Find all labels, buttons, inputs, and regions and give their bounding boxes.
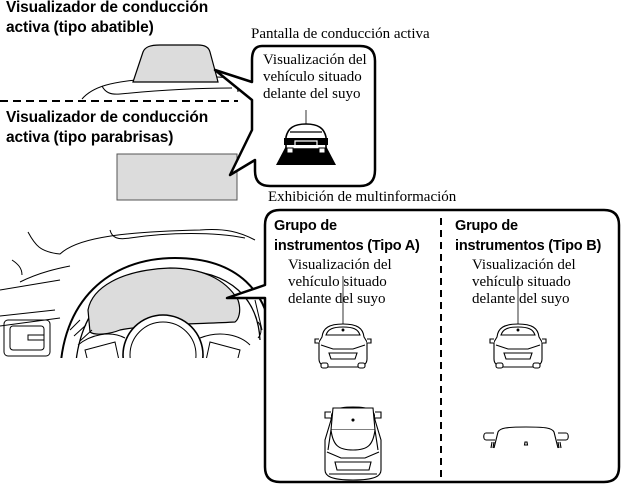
- group-b-car-ahead-text: Visualización del vehículo situado delan…: [472, 257, 576, 307]
- label-line: Visualizador de conducción: [6, 109, 209, 126]
- title-line: Grupo de: [274, 218, 337, 234]
- windshield-projection-area: [116, 153, 238, 201]
- hud-callout-bubble: [213, 44, 377, 188]
- hud-fold-type-label: Visualizador de conducción activa (tipo …: [6, 0, 208, 38]
- title-line: instrumentos (Tipo A): [274, 238, 420, 254]
- car-rear-view-icon: [489, 323, 547, 369]
- title-line: instrumentos (Tipo B): [455, 238, 602, 254]
- fold-type-hud-illustration: [81, 44, 239, 100]
- own-car-hood-icon: [483, 426, 569, 449]
- group-a-car-ahead-text: Visualización del vehículo situado delan…: [288, 257, 392, 307]
- car-ahead-on-road-icon: [276, 110, 336, 165]
- label-line: Visualizador de conducción: [6, 0, 209, 16]
- label-line: activa (tipo abatible): [6, 19, 154, 36]
- background-fill: [0, 358, 262, 486]
- active-driving-display-caption: Pantalla de conducción activa: [251, 26, 430, 42]
- group-a-title: Grupo de instrumentos (Tipo A): [274, 216, 420, 256]
- group-b-title: Grupo de instrumentos (Tipo B): [455, 216, 601, 256]
- hud-car-ahead-text: Visualización del vehículo situado delan…: [263, 52, 367, 102]
- title-line: Grupo de: [455, 218, 518, 234]
- hud-windshield-type-label: Visualizador de conducción activa (tipo …: [6, 108, 208, 148]
- label-line: activa (tipo parabrisas): [6, 129, 174, 146]
- fold-combiner-display: [132, 44, 219, 83]
- multi-info-display-caption: Exhibición de multinformación: [268, 189, 457, 205]
- car-top-view-icon: [324, 406, 382, 481]
- car-rear-view-icon: [314, 323, 372, 369]
- instrument-cluster-display: [87, 267, 241, 335]
